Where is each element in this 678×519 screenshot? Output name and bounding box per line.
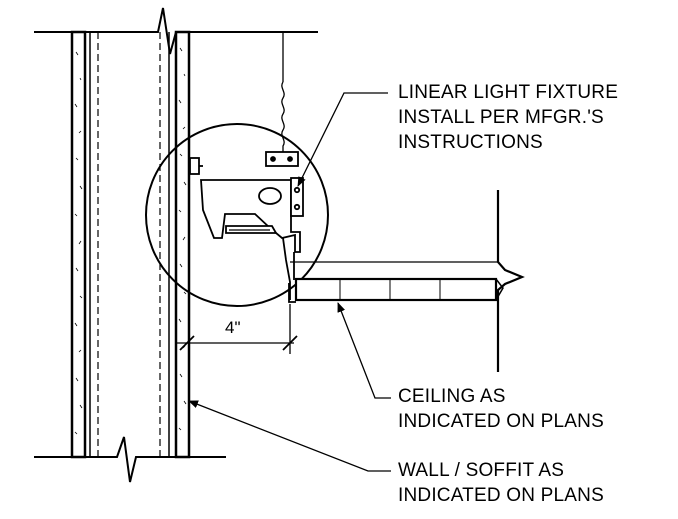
- gypsum-stipple: [74, 47, 187, 435]
- dimension-label: 4": [225, 318, 241, 337]
- ceiling-note-line-2: INDICATED ON PLANS: [398, 411, 604, 432]
- detail-circle: [145, 123, 329, 307]
- fixture-note-line-1: LINEAR LIGHT FIXTURE: [398, 82, 619, 103]
- left-gypsum-board: [70, 30, 87, 459]
- right-gypsum-board: [174, 30, 191, 459]
- hanger-wire: [281, 32, 285, 152]
- linear-light-fixture: [189, 151, 304, 300]
- fixture-note-line-2: INSTALL PER MFGR.'S: [398, 107, 604, 128]
- leader-wall: [188, 400, 391, 472]
- fixture-note-line-3: INSTRUCTIONS: [398, 132, 543, 153]
- bottom-break-line: [34, 436, 226, 483]
- wall-section: [70, 30, 191, 459]
- wall-note-line-1: WALL / SOFFIT AS: [398, 460, 565, 481]
- wall-note-line-2: INDICATED ON PLANS: [398, 485, 604, 506]
- top-break-line: [34, 7, 318, 55]
- leader-ceiling: [337, 302, 391, 399]
- leader-fixture: [297, 92, 388, 187]
- ceiling-assembly: [288, 190, 525, 372]
- dimension-line: [176, 304, 298, 354]
- ceiling-note-line-1: CEILING AS: [398, 386, 506, 407]
